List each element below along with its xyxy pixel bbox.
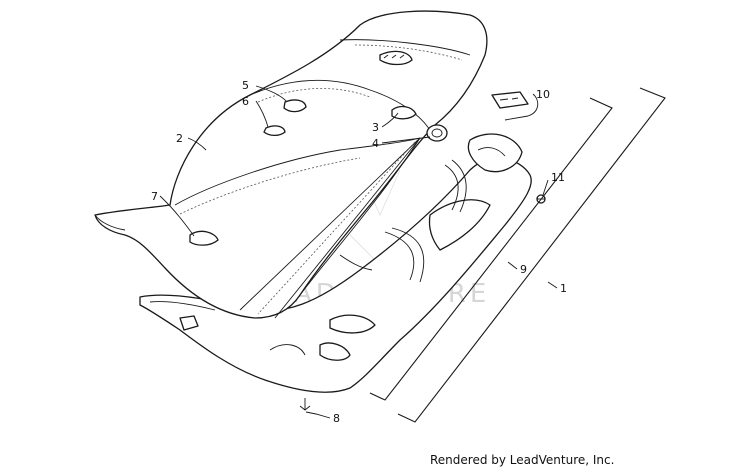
leader-lines	[159, 85, 558, 419]
logo-upper-part	[283, 99, 307, 113]
callout-11[interactable]: 11	[551, 171, 565, 184]
group-bracket-1	[397, 87, 666, 423]
callout-5[interactable]: 5	[242, 79, 249, 92]
strap-left-part	[189, 230, 219, 246]
group-bracket-9	[369, 97, 613, 401]
callout-6[interactable]: 6	[242, 95, 249, 108]
logo-lower-part	[263, 125, 286, 137]
callout-9[interactable]: 9	[520, 263, 527, 276]
callout-8[interactable]: 8	[333, 412, 340, 425]
callout-1[interactable]: 1	[560, 282, 567, 295]
bracket-part	[491, 91, 529, 109]
seat-base-part	[139, 133, 532, 411]
callout-4[interactable]: 4	[372, 137, 379, 150]
credit-footer: Rendered by LeadVenture, Inc.	[430, 453, 615, 467]
callout-3[interactable]: 3	[372, 121, 379, 134]
callout-2[interactable]: 2	[176, 132, 183, 145]
callout-10[interactable]: 10	[536, 88, 550, 101]
strap-right-part	[391, 105, 417, 120]
cap-part	[426, 124, 448, 142]
callout-7[interactable]: 7	[151, 190, 158, 203]
